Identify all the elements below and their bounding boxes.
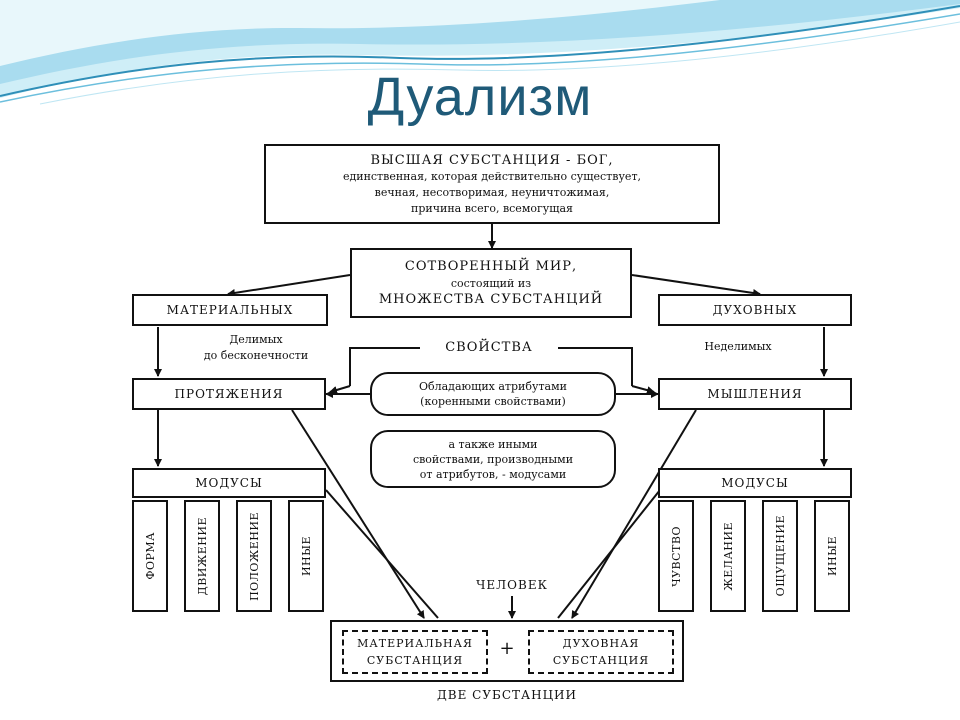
material-label: МАТЕРИАЛЬНЫХ bbox=[166, 303, 294, 317]
connector-lines bbox=[154, 224, 828, 619]
attributes-oval: Обладающих атрибутами (коренными свойств… bbox=[370, 372, 616, 416]
modes-desc-line-1: а также иными bbox=[448, 437, 538, 451]
mode-other-left: ИНЫЕ bbox=[288, 500, 324, 612]
human-label: ЧЕЛОВЕК bbox=[476, 578, 548, 592]
mode-desire: ЖЕЛАНИЕ bbox=[710, 500, 746, 612]
divisible-text: Делимых до бесконечности bbox=[176, 332, 336, 364]
right-modes-header: МОДУСЫ bbox=[658, 468, 852, 498]
material-substance-box: МАТЕРИАЛЬНАЯ СУБСТАНЦИЯ bbox=[342, 630, 488, 674]
divisible-line-2: до бесконечности bbox=[203, 349, 309, 362]
header-waves bbox=[0, 0, 960, 105]
modes-desc-line-2: свойствами, производными bbox=[412, 452, 574, 466]
mode-feeling: ЧУВСТВО bbox=[658, 500, 694, 612]
divisible-line-1: Делимых bbox=[229, 333, 283, 346]
highest-substance-title: ВЫСШАЯ СУБСТАНЦИЯ - БОГ, bbox=[370, 153, 614, 168]
attributes-line-1: Обладающих атрибутами bbox=[419, 380, 567, 393]
indivisible-text: Неделимых bbox=[704, 340, 772, 353]
thinking-label: МЫШЛЕНИЯ bbox=[707, 387, 803, 401]
dualism-diagram: ВЫСШАЯ СУБСТАНЦИЯ - БОГ, единственная, к… bbox=[120, 130, 860, 720]
created-world-subtitle: состоящий из bbox=[450, 277, 532, 290]
highest-substance-desc-2: вечная, несотворимая, неуничтожимая, bbox=[374, 186, 610, 199]
highest-substance-box: ВЫСШАЯ СУБСТАНЦИЯ - БОГ, единственная, к… bbox=[264, 144, 720, 224]
mode-form: ФОРМА bbox=[132, 500, 168, 612]
spiritual-label: ДУХОВНЫХ bbox=[712, 303, 798, 317]
properties-label: СВОЙСТВА bbox=[445, 340, 533, 355]
spiritual-substance-box: ДУХОВНАЯ СУБСТАНЦИЯ bbox=[528, 630, 674, 674]
mode-motion: ДВИЖЕНИЕ bbox=[184, 500, 220, 612]
two-substances-caption: ДВЕ СУБСТАНЦИИ bbox=[437, 688, 577, 702]
created-world-title: СОТВОРЕННЫЙ МИР, bbox=[404, 259, 578, 274]
thinking-box: МЫШЛЕНИЯ bbox=[658, 378, 852, 410]
created-world-box: СОТВОРЕННЫЙ МИР, состоящий из МНОЖЕСТВА … bbox=[350, 248, 632, 318]
plus-sign: + bbox=[499, 638, 515, 659]
extension-box: ПРОТЯЖЕНИЯ bbox=[132, 378, 326, 410]
mode-position: ПОЛОЖЕНИЕ bbox=[236, 500, 272, 612]
left-modes-header: МОДУСЫ bbox=[132, 468, 326, 498]
highest-substance-desc-3: причина всего, всемогущая bbox=[411, 202, 573, 215]
two-substances-box: МАТЕРИАЛЬНАЯ СУБСТАНЦИЯ + ДУХОВНАЯ СУБСТ… bbox=[330, 620, 684, 682]
mode-sensation: ОЩУЩЕНИЕ bbox=[762, 500, 798, 612]
material-box: МАТЕРИАЛЬНЫХ bbox=[132, 294, 328, 326]
mode-other-right: ИНЫЕ bbox=[814, 500, 850, 612]
extension-label: ПРОТЯЖЕНИЯ bbox=[174, 387, 284, 401]
created-world-substances: МНОЖЕСТВА СУБСТАНЦИЙ bbox=[378, 292, 604, 307]
slide-title: Дуализм bbox=[367, 67, 593, 127]
highest-substance-desc-1: единственная, которая действительно суще… bbox=[342, 170, 642, 183]
attributes-line-2: (коренными свойствами) bbox=[420, 395, 566, 408]
spiritual-box: ДУХОВНЫХ bbox=[658, 294, 852, 326]
modes-description-oval: а также иными свойствами, производными о… bbox=[370, 430, 616, 488]
modes-desc-line-3: от атрибутов, - модусами bbox=[419, 467, 567, 481]
